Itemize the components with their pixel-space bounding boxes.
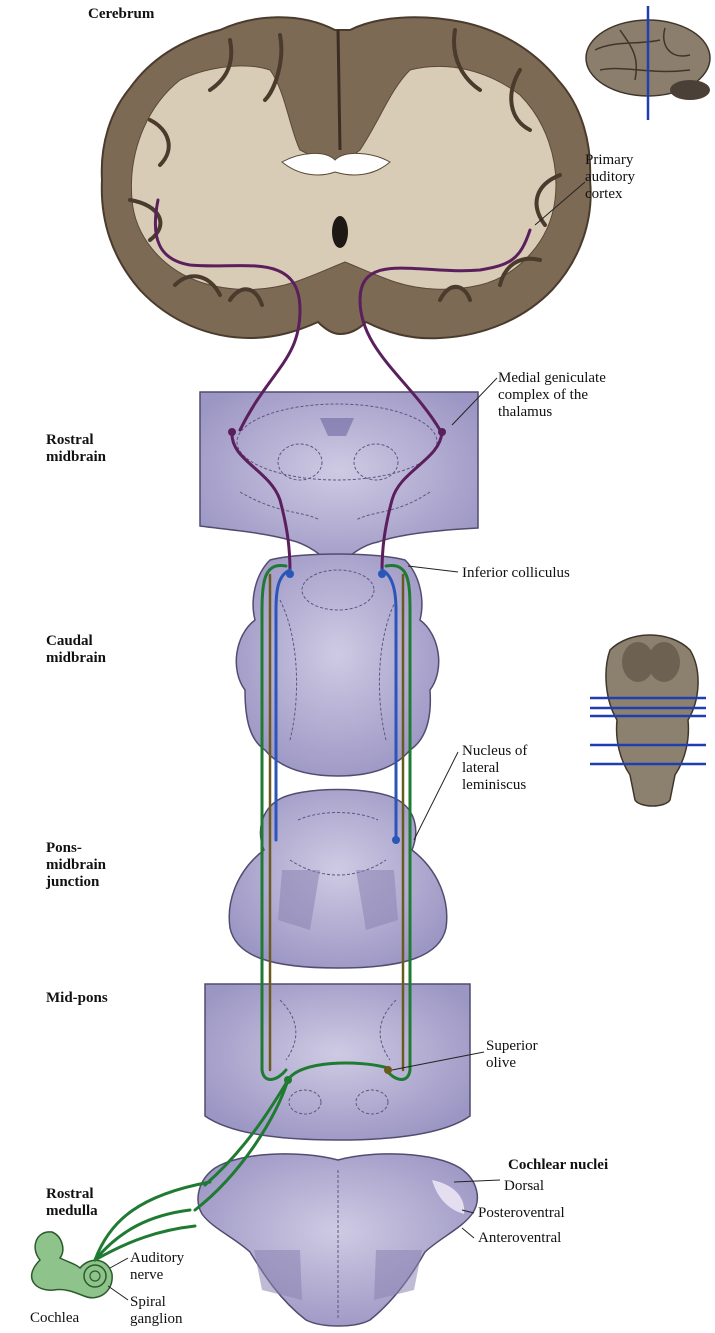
label-inferior-colliculus: Inferior colliculus (462, 565, 570, 582)
brainstem-locator-icon (590, 635, 706, 806)
label-dorsal: Dorsal (504, 1178, 544, 1195)
brain-locator-icon (586, 6, 710, 120)
label-superior-olive: Superior olive (486, 1038, 538, 1072)
label-nucleus-lateral-lemniscus: Nucleus of lateral leminiscus (462, 743, 527, 794)
longitudinal-fissure (338, 30, 340, 150)
rostral-midbrain-section (200, 392, 478, 568)
label-cerebrum: Cerebrum (88, 6, 154, 23)
label-mid-pons: Mid-pons (46, 990, 108, 1007)
label-cochlea: Cochlea (30, 1310, 79, 1327)
label-rostral-midbrain: Rostral midbrain (46, 432, 106, 466)
label-anteroventral: Anteroventral (478, 1230, 561, 1247)
label-cochlear-nuclei: Cochlear nuclei (508, 1157, 608, 1174)
label-primary-auditory-cortex: Primary auditory cortex (585, 152, 635, 203)
cerebrum-section (102, 17, 591, 338)
rostral-medulla-section (198, 1154, 477, 1326)
label-auditory-nerve: Auditory nerve (130, 1250, 184, 1284)
label-pons-midbrain: Pons- midbrain junction (46, 840, 106, 891)
label-spiral-ganglion: Spiral ganglion (130, 1294, 183, 1328)
third-ventricle (332, 216, 348, 248)
cochlea-icon (32, 1232, 113, 1298)
label-rostral-medulla: Rostral medulla (46, 1186, 98, 1220)
label-medial-geniculate: Medial geniculate complex of the thalamu… (498, 370, 606, 421)
label-caudal-midbrain: Caudal midbrain (46, 633, 106, 667)
label-posteroventral: Posteroventral (478, 1205, 565, 1222)
